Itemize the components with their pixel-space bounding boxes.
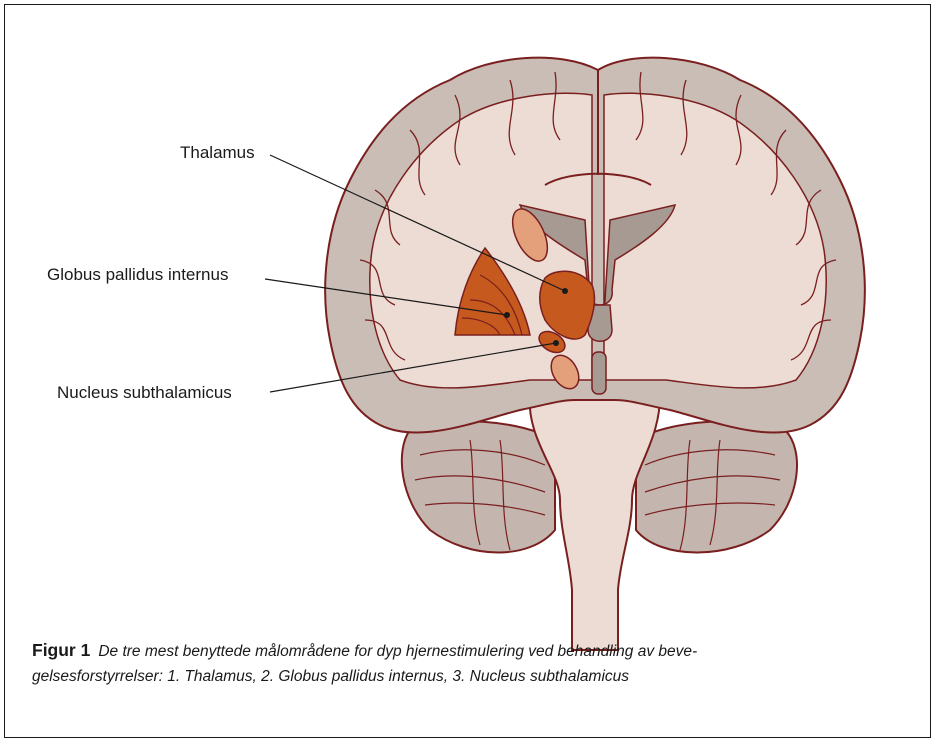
caption-label: Figur 1 xyxy=(32,640,90,660)
label-nucleus-subthalamicus: Nucleus subthalamicus xyxy=(57,383,232,402)
caption-text-line-1: De tre mest benyttede målområdene for dy… xyxy=(98,643,697,660)
figure-caption: Figur 1 De tre mest benyttede målområdene… xyxy=(32,638,912,689)
label-thalamus: Thalamus xyxy=(180,143,255,162)
caption-text-line-2: gelsesforstyrrelser: 1. Thalamus, 2. Glo… xyxy=(32,668,629,685)
label-globus-pallidus: Globus pallidus internus xyxy=(47,265,228,284)
cerebellum-left xyxy=(402,421,555,552)
cerebral-aqueduct xyxy=(592,352,606,394)
cerebellum-right xyxy=(636,421,797,552)
